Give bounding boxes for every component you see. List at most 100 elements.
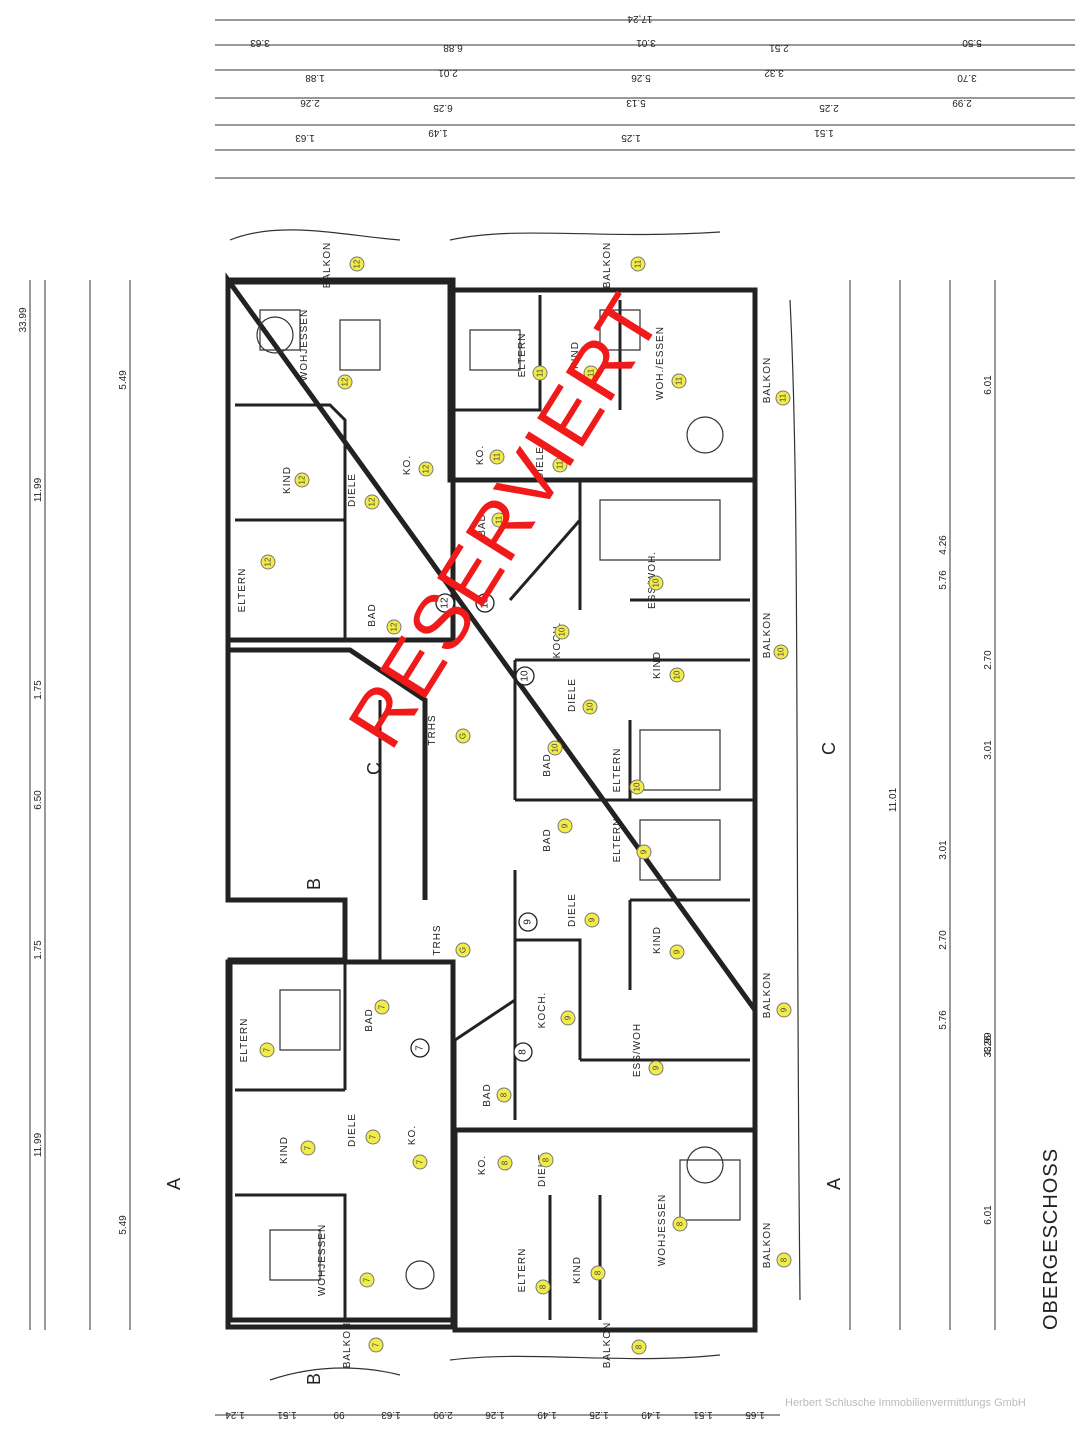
- room-label: WOHJESSEN: [657, 1194, 668, 1266]
- unit-marker: 8: [513, 1042, 533, 1062]
- dimension-label: 3.01: [938, 840, 949, 860]
- svg-text:10: 10: [633, 782, 642, 791]
- unit-marker: 10: [515, 666, 535, 686]
- unit-marker: 9: [518, 912, 538, 932]
- room-label: KIND: [652, 651, 663, 679]
- room-label: BAD: [364, 1008, 375, 1032]
- dimension-label: 2.99: [433, 1409, 453, 1420]
- section-mark: A: [824, 1178, 844, 1190]
- dimension-label: 1.49: [428, 127, 448, 138]
- dimension-label: 1.24: [225, 1409, 245, 1420]
- dimension-label: 6.01: [983, 375, 994, 395]
- svg-text:10: 10: [586, 702, 595, 711]
- unit-number-badge: 12: [260, 554, 276, 570]
- room-label: ELTERN: [612, 818, 623, 863]
- dimension-label: 5.49: [118, 370, 129, 390]
- dimension-label: 1.51: [277, 1409, 297, 1420]
- unit-number-badge: 8: [776, 1252, 792, 1268]
- dimension-label: 17,24: [627, 13, 652, 24]
- unit-number-badge: 11: [552, 457, 568, 473]
- svg-text:11: 11: [587, 368, 596, 377]
- watermark: Herbert Schlusche Immobilienvermittlungs…: [785, 1397, 1026, 1409]
- room-label: KIND: [279, 1136, 290, 1164]
- dimension-label: 3.70: [957, 72, 977, 83]
- unit-number-badge: 10: [629, 779, 645, 795]
- room-label: KIND: [572, 1256, 583, 1284]
- dimension-label: 11.01: [888, 787, 899, 812]
- dimension-lines: [29, 19, 1075, 1416]
- dimension-label: 1.63: [381, 1409, 401, 1420]
- svg-text:8: 8: [518, 1049, 529, 1055]
- unit-number-badge: 11: [775, 390, 791, 406]
- room-label: KIND: [282, 466, 293, 494]
- svg-text:8: 8: [635, 1344, 644, 1349]
- svg-text:12: 12: [440, 597, 451, 609]
- unit-number-badge: 10: [773, 644, 789, 660]
- dimension-label: 1.63: [295, 132, 315, 143]
- dimension-label: 2.51: [769, 42, 789, 53]
- room-label: BAD: [482, 1083, 493, 1107]
- svg-text:12: 12: [264, 557, 273, 566]
- dimension-label: 2.25: [819, 102, 839, 113]
- dimension-label: 5.26: [631, 72, 651, 83]
- unit-number-badge: 9: [669, 944, 685, 960]
- room-label: KOCH.: [537, 992, 548, 1029]
- dimension-label: 11.99: [33, 1132, 44, 1157]
- unit-number-badge: 11: [491, 512, 507, 528]
- svg-text:7: 7: [415, 1045, 426, 1051]
- svg-text:7: 7: [378, 1004, 387, 1009]
- room-label: KO.: [407, 1125, 418, 1145]
- room-label: BALKON: [342, 1322, 353, 1369]
- svg-text:12: 12: [341, 377, 350, 386]
- dimension-label: 3.32: [764, 67, 784, 78]
- unit-number-badge: 8: [672, 1216, 688, 1232]
- room-label: BAD: [477, 513, 488, 537]
- unit-number-badge: 7: [374, 999, 390, 1015]
- svg-text:11: 11: [634, 259, 643, 268]
- unit-number-badge: 7: [359, 1272, 375, 1288]
- svg-text:7: 7: [416, 1159, 425, 1164]
- room-label: KO.: [475, 445, 486, 465]
- svg-text:9: 9: [640, 849, 649, 854]
- room-label: BALKON: [762, 357, 773, 404]
- svg-text:8: 8: [780, 1257, 789, 1262]
- svg-text:7: 7: [372, 1342, 381, 1347]
- room-label: DIELE: [567, 893, 578, 927]
- dimension-label: 1.75: [33, 940, 44, 960]
- unit-number-badge: 12: [349, 256, 365, 272]
- room-label: ELTERN: [517, 333, 528, 378]
- dimension-label: 5.76: [938, 570, 949, 590]
- room-label: BALKON: [762, 972, 773, 1019]
- svg-text:11: 11: [675, 376, 684, 385]
- unit-number-badge: 11: [630, 256, 646, 272]
- dimension-label: 1.65: [745, 1409, 765, 1420]
- room-label: KIND: [570, 341, 581, 369]
- unit-number-badge: 11: [532, 365, 548, 381]
- dimension-label: 1.26: [485, 1409, 505, 1420]
- svg-text:8: 8: [501, 1160, 510, 1165]
- svg-text:9: 9: [652, 1065, 661, 1070]
- dimension-label: 3.63: [250, 37, 270, 48]
- svg-text:12: 12: [353, 259, 362, 268]
- svg-text:9: 9: [523, 919, 534, 925]
- unit-number-badge: 12: [364, 494, 380, 510]
- unit-number-badge: 11: [583, 365, 599, 381]
- section-mark: B: [304, 1373, 324, 1385]
- walls: [225, 229, 801, 1381]
- dimension-label: 6.88: [443, 42, 463, 53]
- svg-text:7: 7: [304, 1145, 313, 1150]
- unit-number-badge: 8: [535, 1279, 551, 1295]
- unit-number-badge: 11: [489, 449, 505, 465]
- room-label: ELTERN: [239, 1018, 250, 1063]
- dimension-label: 1.25: [589, 1409, 609, 1420]
- dimension-label: 1.88: [305, 72, 325, 83]
- room-label: WOHJESSEN: [299, 309, 310, 381]
- dimension-label: 2.01: [438, 67, 458, 78]
- room-label: TRHS: [427, 714, 438, 745]
- unit-number-badge: 9: [560, 1010, 576, 1026]
- svg-text:9: 9: [780, 1007, 789, 1012]
- room-label: BALKON: [602, 242, 613, 289]
- section-mark: B: [304, 878, 324, 890]
- unit-number-badge: 12: [418, 461, 434, 477]
